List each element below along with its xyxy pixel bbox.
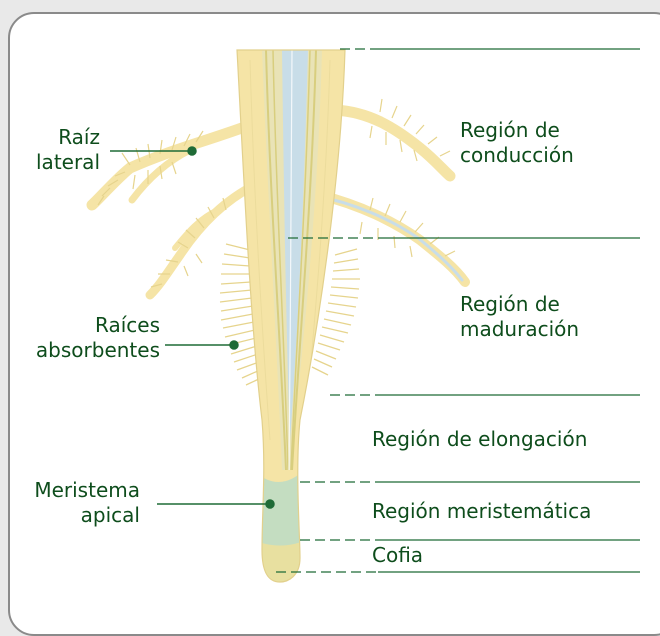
label-elongation-region: Región de elongación xyxy=(372,427,642,452)
label-root-cap: Cofia xyxy=(372,543,522,568)
lateral-root-left-mid xyxy=(150,185,255,295)
lateral-root-right-top xyxy=(335,110,450,176)
label-meristematic-region: Región meristemática xyxy=(372,499,642,524)
